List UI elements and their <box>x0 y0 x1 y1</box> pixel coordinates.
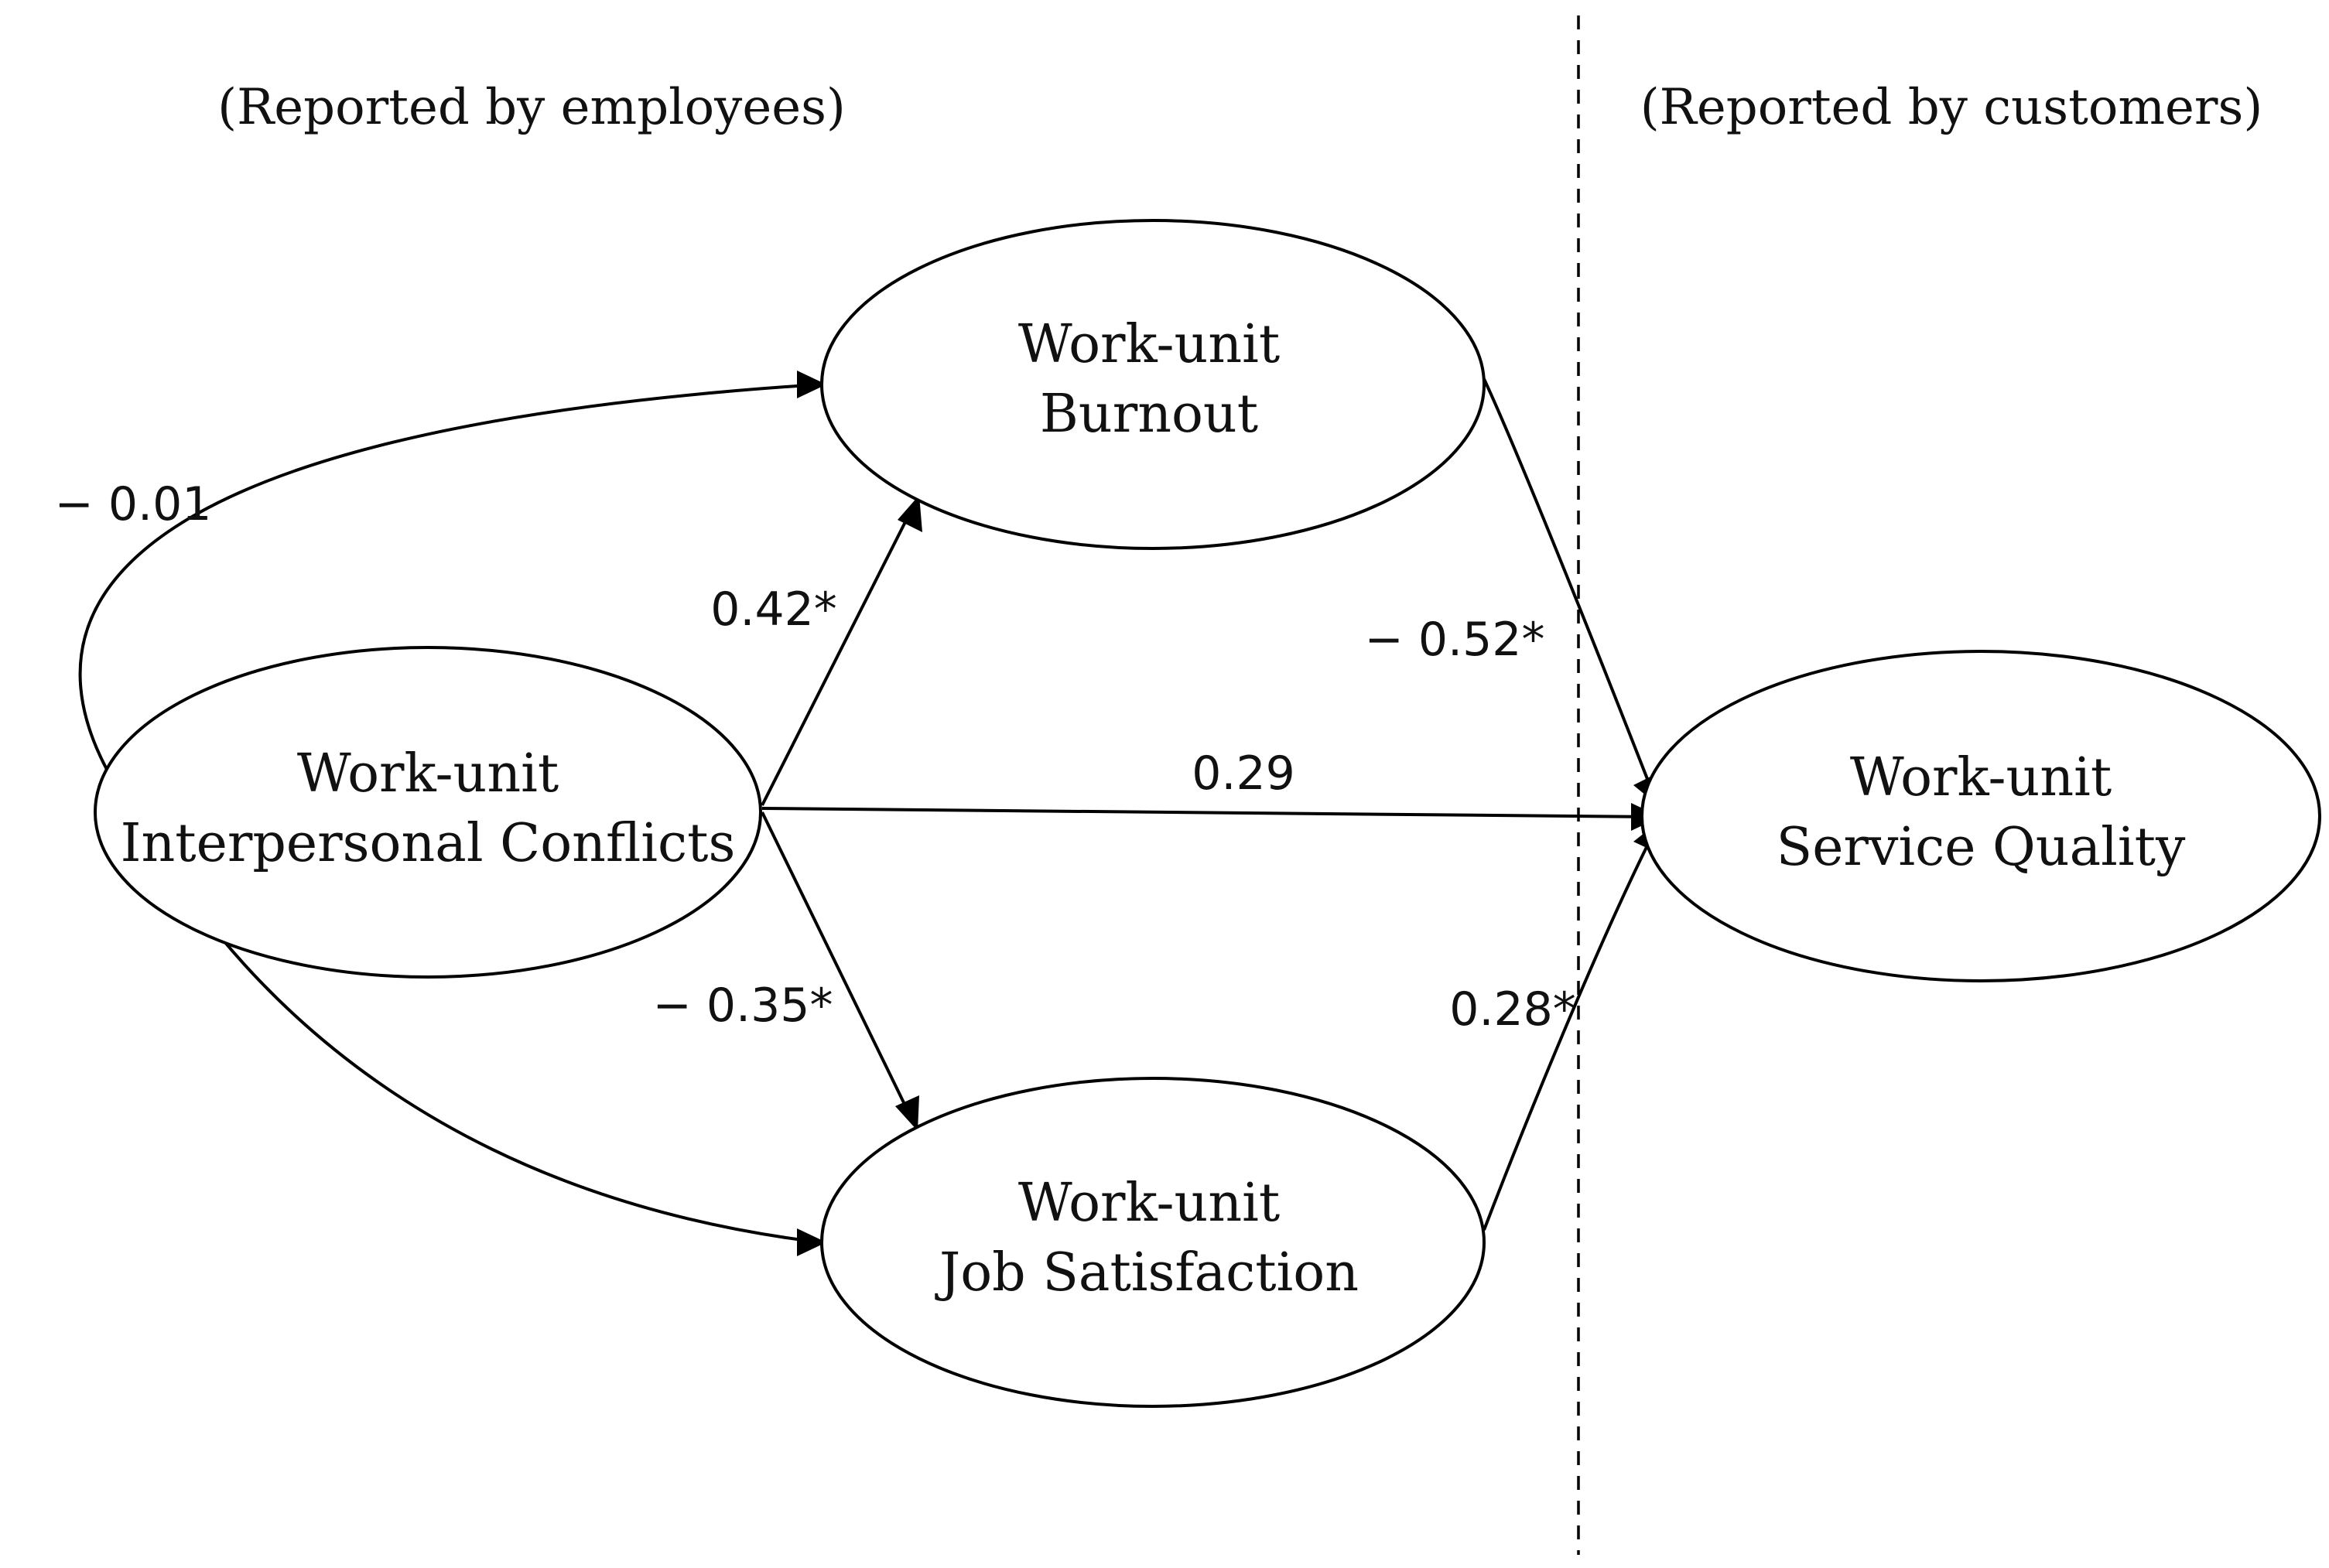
node-job-satisfaction-line2: Job Satisfaction <box>935 1242 1359 1303</box>
node-interpersonal-conflicts: Work-unit Interpersonal Conflicts <box>94 646 762 979</box>
correlation-path-upper <box>78 383 821 822</box>
node-service-quality-line1: Work-unit <box>1850 747 2112 808</box>
node-burnout-line2: Burnout <box>1040 384 1258 445</box>
coefficient-satisfaction-quality: 0.28* <box>1449 982 1576 1037</box>
conflicts-to-satisfaction-path <box>761 811 915 1122</box>
conflicts-to-burnout-path <box>761 503 916 806</box>
node-burnout-line1: Work-unit <box>1018 314 1280 375</box>
coefficient-conflicts-satisfaction: − 0.35* <box>653 979 833 1033</box>
arrowhead-correlation-satisfaction <box>797 1228 826 1256</box>
node-job-satisfaction-line1: Work-unit <box>1018 1173 1280 1234</box>
coefficient-conflicts-quality: 0.29 <box>1192 746 1295 801</box>
coefficient-burnout-quality: − 0.52* <box>1365 613 1545 667</box>
node-interpersonal-conflicts-line1: Work-unit <box>297 743 559 804</box>
node-service-quality-shape <box>1640 650 2321 982</box>
node-service-quality: Work-unit Service Quality <box>1640 650 2321 982</box>
node-job-satisfaction: Work-unit Job Satisfaction <box>820 1077 1486 1408</box>
node-job-satisfaction-shape <box>820 1077 1486 1408</box>
arrowhead-conflicts-satisfaction <box>895 1095 919 1131</box>
burnout-to-quality-path <box>1483 378 1656 798</box>
employees-section-label: (Reported by employees) <box>217 79 846 136</box>
satisfaction-to-quality-path <box>1483 831 1656 1231</box>
node-interpersonal-conflicts-line2: Interpersonal Conflicts <box>121 813 736 874</box>
arrowhead-correlation-burnout <box>797 371 826 398</box>
customers-section-label: (Reported by customers) <box>1640 79 2263 136</box>
coefficient-conflicts-burnout: 0.42* <box>710 582 837 637</box>
coefficient-correlation: − 0.01 <box>55 477 212 531</box>
arrowhead-conflicts-burnout <box>898 495 922 532</box>
conflicts-to-quality-path <box>761 807 1655 818</box>
node-service-quality-line2: Service Quality <box>1777 817 2186 878</box>
node-burnout-shape <box>820 219 1486 550</box>
node-interpersonal-conflicts-shape <box>94 646 762 979</box>
node-burnout: Work-unit Burnout <box>820 219 1486 550</box>
